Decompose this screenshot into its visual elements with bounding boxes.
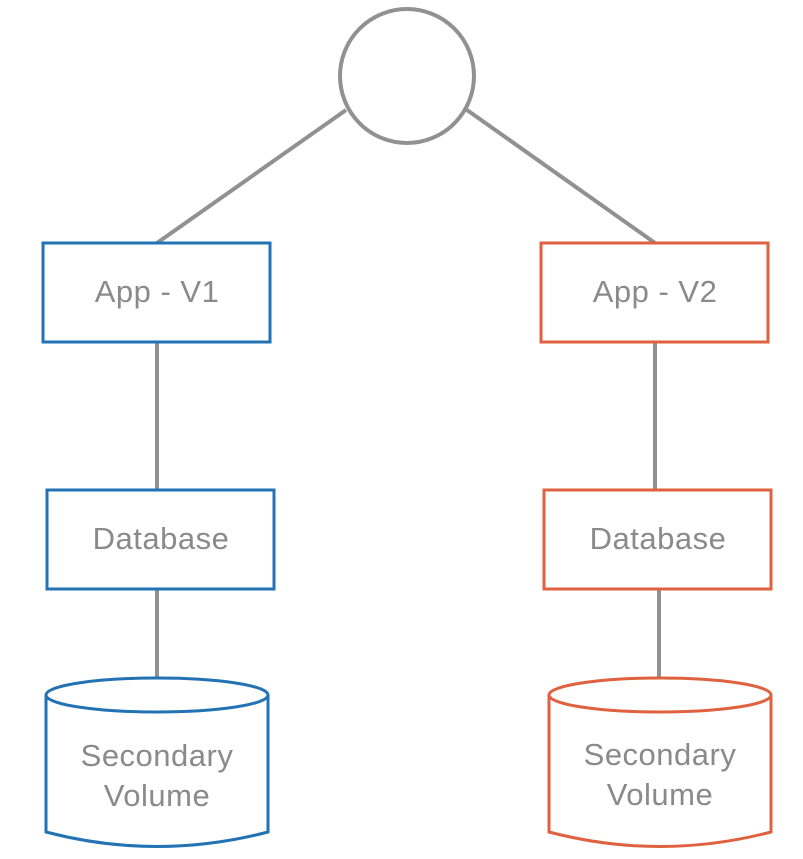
connector-root-to-app-v2	[465, 108, 657, 245]
secondary-volume-v1-top	[44, 676, 270, 714]
root-node-circle	[338, 7, 476, 145]
secondary-volume-v1-label-line1: Secondary	[81, 738, 234, 773]
database-v2-node: Database	[542, 488, 773, 591]
app-v2-label: App - V2	[593, 274, 718, 309]
secondary-volume-v1-node: Secondary Volume	[44, 676, 270, 848]
secondary-volume-v1-cylinder	[44, 695, 270, 848]
app-v2-node: App - V2	[539, 241, 770, 344]
app-v1-label: App - V1	[95, 274, 220, 309]
database-v2-box	[542, 488, 773, 591]
secondary-volume-v2-top	[547, 676, 773, 714]
secondary-volume-v2-node: Secondary Volume	[547, 676, 773, 848]
secondary-volume-v2-cylinder	[547, 695, 773, 848]
database-v1-label: Database	[93, 521, 230, 556]
database-v1-box	[45, 488, 276, 591]
secondary-volume-v2-label-line1: Secondary	[584, 737, 737, 772]
app-v1-box	[41, 241, 272, 344]
secondary-volume-v1-label-line2: Volume	[104, 778, 210, 813]
database-v1-node: Database	[45, 488, 276, 591]
app-v2-box	[539, 241, 770, 344]
secondary-volume-v2-label-line2: Volume	[607, 777, 713, 812]
database-v2-label: Database	[590, 521, 727, 556]
connector-root-to-app-v1	[155, 108, 348, 245]
app-v1-node: App - V1	[41, 241, 272, 344]
